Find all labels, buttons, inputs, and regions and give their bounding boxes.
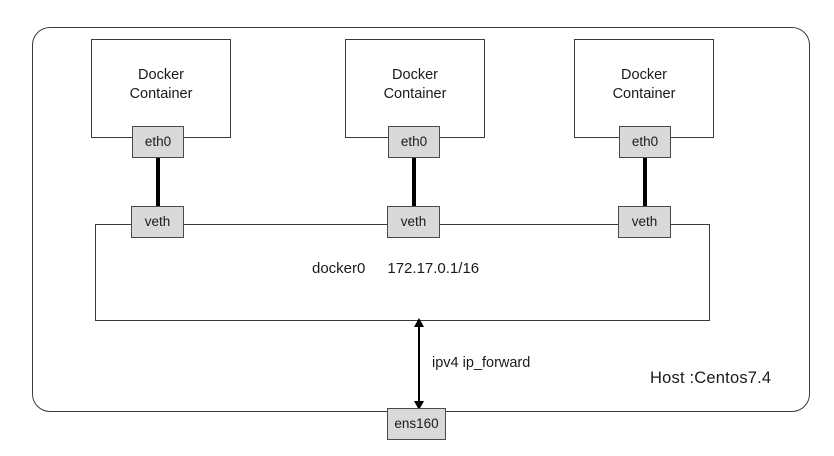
bridge-name: docker0 (312, 260, 366, 277)
container-label-line2: Container (383, 86, 447, 102)
arrow-head-down-icon (413, 401, 424, 410)
container-label-line1: Docker (138, 67, 184, 83)
arrow-head-up-icon (413, 318, 424, 327)
container-label-line2: Container (129, 86, 193, 102)
host-label: Host :Centos7.4 (650, 369, 772, 387)
docker-container-label-1: Docker Container (92, 66, 230, 104)
docker-container-box-1: Docker Container (91, 39, 231, 138)
veth-link-1 (156, 156, 160, 208)
veth-nic-1: veth (131, 206, 184, 238)
veth-nic-3: veth (618, 206, 671, 238)
arrow-shaft (418, 326, 420, 402)
docker-container-box-2: Docker Container (345, 39, 485, 138)
bridge-subnet: 172.17.0.1/16 (387, 260, 480, 277)
veth-link-3 (643, 156, 647, 208)
ip-forward-label: ipv4 ip_forward (432, 355, 531, 371)
docker-container-label-3: Docker Container (575, 66, 713, 104)
docker0-bridge-label: docker0 172.17.0.1/16 (312, 260, 479, 277)
veth-link-2 (412, 156, 416, 208)
veth-nic-2: veth (387, 206, 440, 238)
docker-container-label-2: Docker Container (346, 66, 484, 104)
eth0-nic-1: eth0 (132, 126, 184, 158)
eth0-nic-2: eth0 (388, 126, 440, 158)
container-label-line1: Docker (621, 67, 667, 83)
docker-container-box-3: Docker Container (574, 39, 714, 138)
docker0-bridge-box (95, 224, 710, 321)
ip-forward-arrow (411, 318, 427, 410)
container-label-line1: Docker (392, 67, 438, 83)
eth0-nic-3: eth0 (619, 126, 671, 158)
ens160-nic: ens160 (387, 408, 446, 440)
container-label-line2: Container (612, 86, 676, 102)
